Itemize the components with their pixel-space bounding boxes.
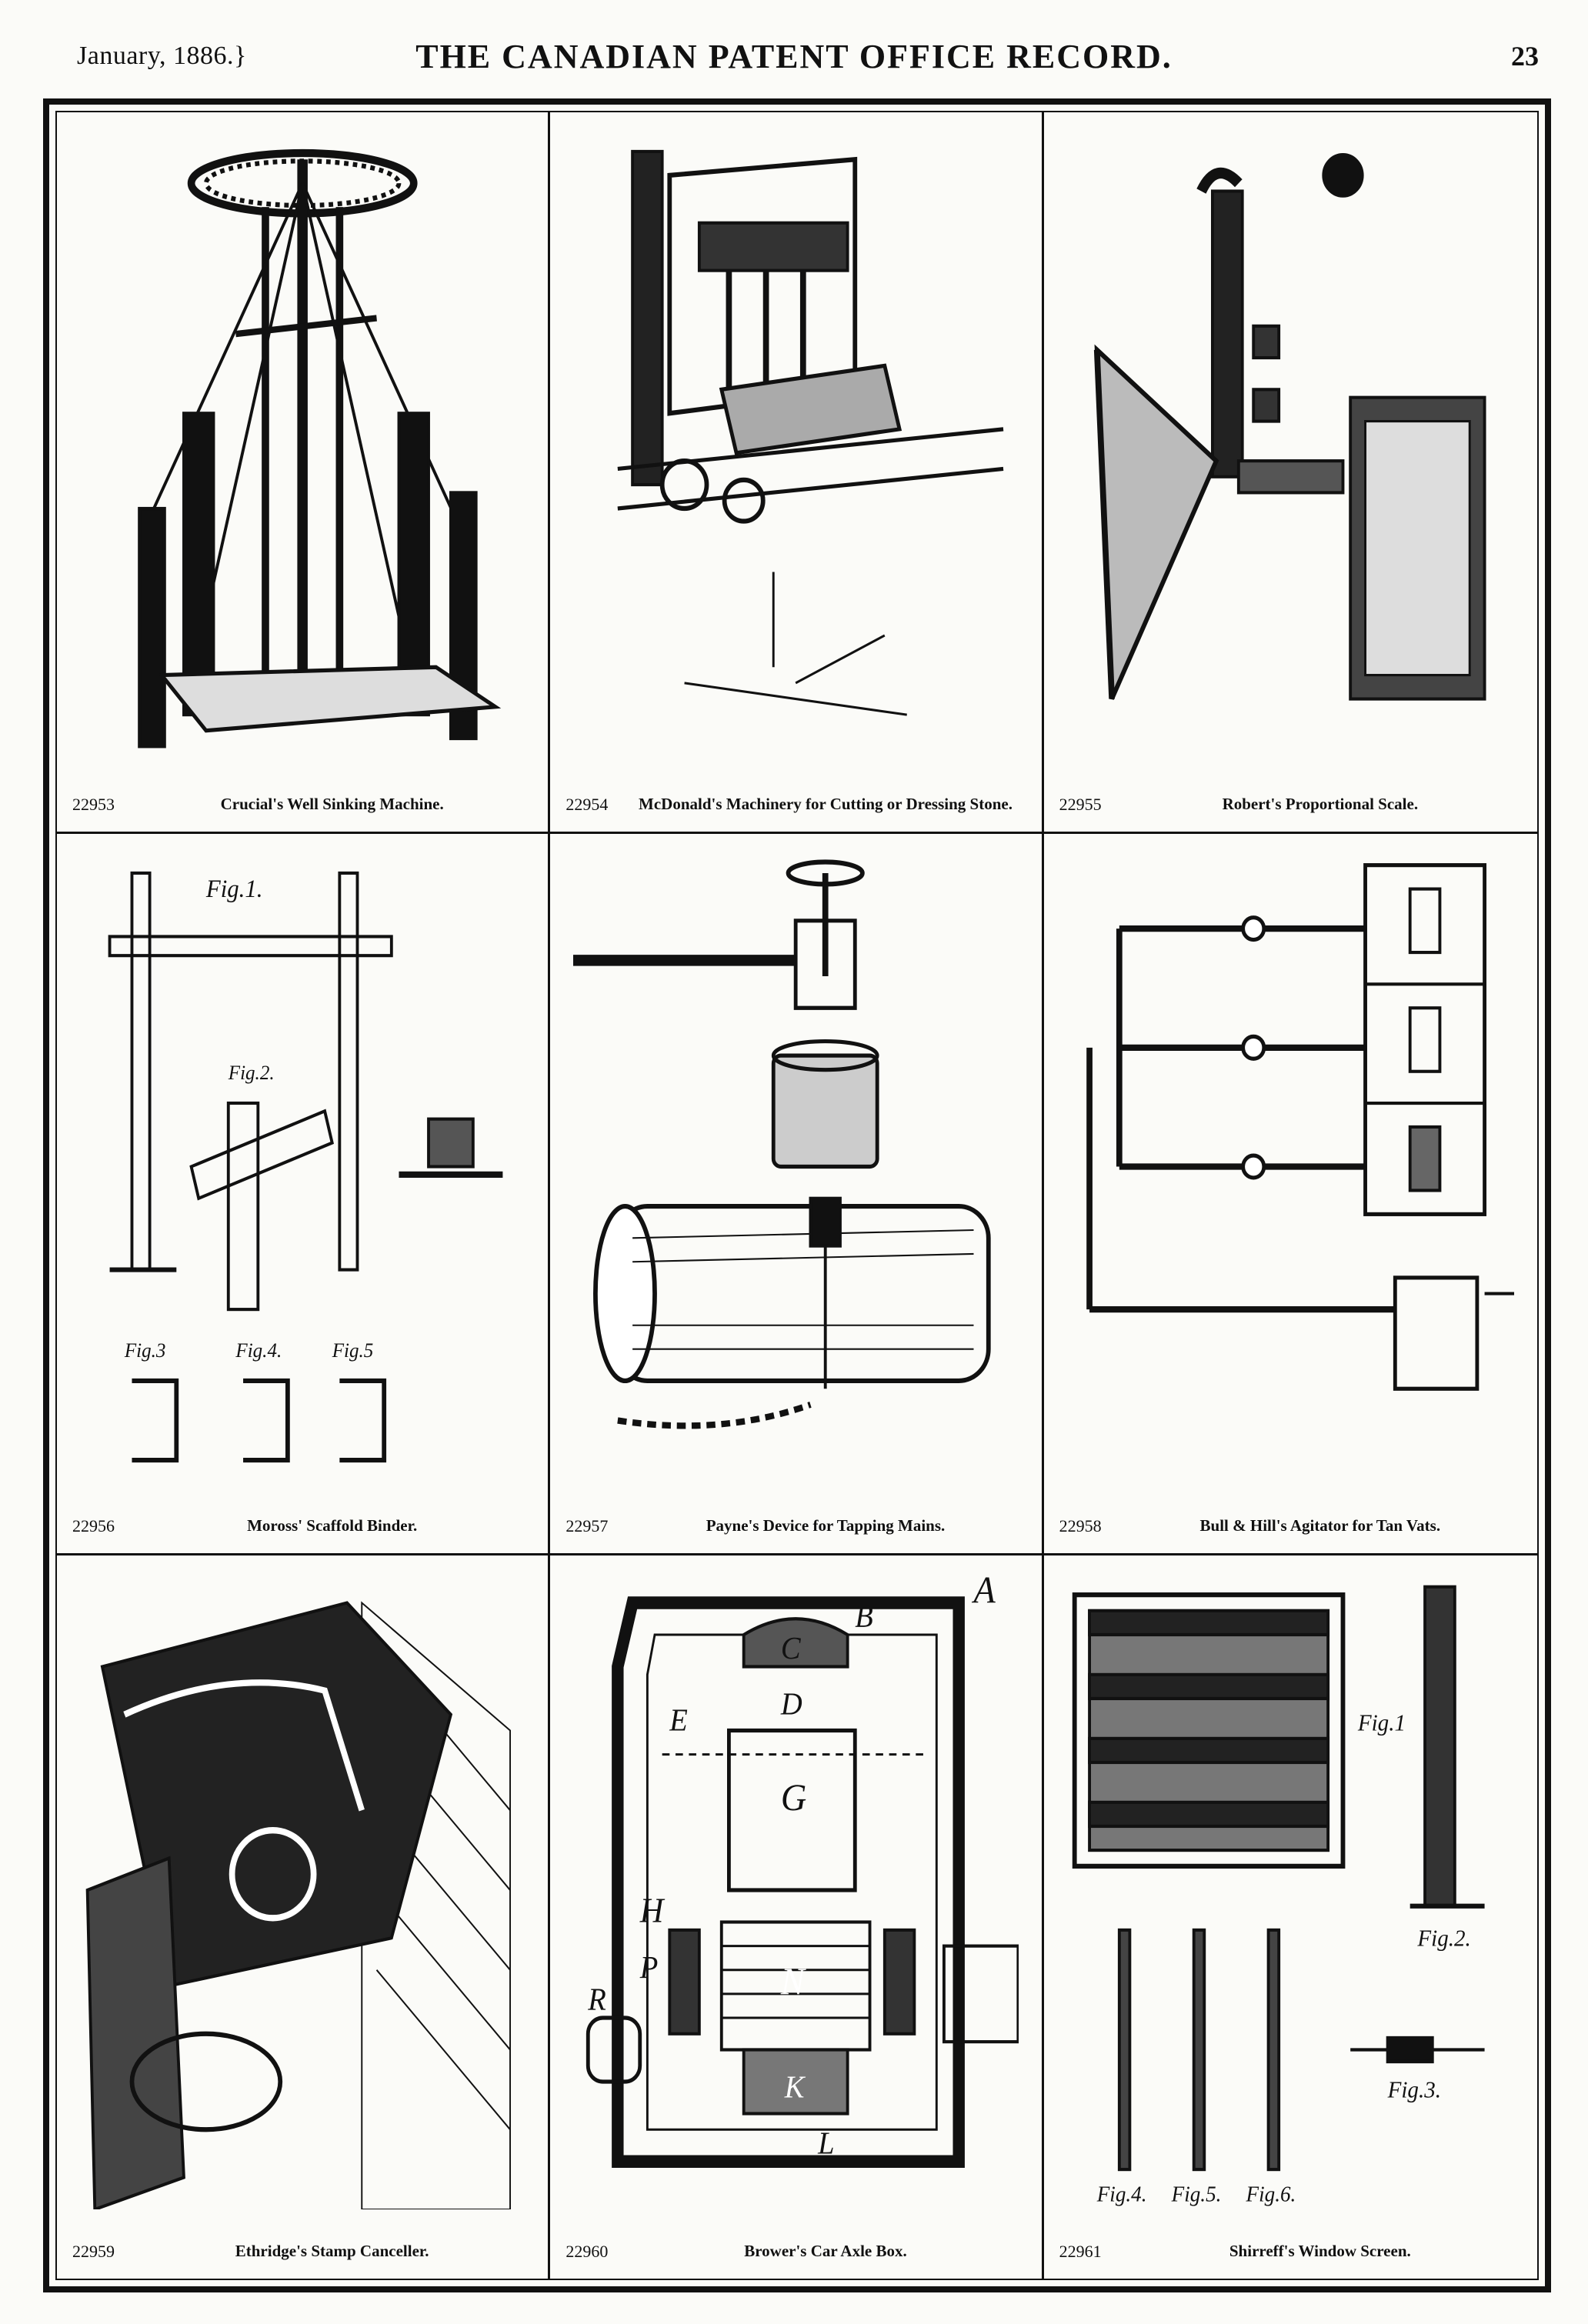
patent-caption: 22960 Brower's Car Axle Box. [565,2241,1026,2262]
patent-caption: 22959 Ethridge's Stamp Canceller. [72,2241,532,2262]
proportional-scale-drawing [1067,128,1514,762]
patent-cell-22960: A B C D E G H P N K L R 22960 Brower's C… [550,1555,1044,2279]
patent-cell-22959: 22959 Ethridge's Stamp Canceller. [57,1555,551,2279]
stone-cutting-machinery-drawing [573,128,1018,762]
window-screen-drawing: Fig.1 Fig.2. Fig.3. Fig.4. Fig.5. Fig.6. [1067,1571,1514,2209]
patent-title: Shirreff's Window Screen. [1229,2241,1411,2260]
issue-date: January, 1886.} [77,42,247,70]
fig-label: Fig.5 [332,1339,374,1362]
fig-label: Fig.2. [228,1061,275,1084]
patent-cell-22955: 22955 Robert's Proportional Scale. [1043,112,1537,834]
patent-number: 22959 [72,2241,115,2261]
fig-label: P [639,1949,659,1986]
car-axle-box-drawing: A B C D E G H P N K L R [573,1569,1020,2209]
fig-label: Fig.1 [1357,1709,1406,1736]
patent-number: 22954 [565,794,609,814]
stamp-canceller-drawing [80,1571,525,2212]
fig-label: C [781,1630,802,1666]
page-header: January, 1886.} THE CANADIAN PATENT OFFI… [0,0,1588,92]
tan-vat-agitator-drawing [1067,849,1514,1484]
patent-title: McDonald's Machinery for Cutting or Dres… [639,794,1013,813]
patent-caption: 22955 Robert's Proportional Scale. [1059,794,1522,815]
fig-label: K [784,2069,806,2105]
scaffold-binder-drawing: Fig.1. Fig.2. Fig.3 Fig.4. Fig.5 [80,849,525,1484]
tapping-mains-device-drawing [573,849,1018,1484]
fig-label: Fig.4. [1096,2182,1146,2207]
fig-label: D [780,1685,802,1722]
patent-number: 22955 [1059,794,1102,814]
fig-label: Fig.5. [1170,2182,1221,2207]
patent-cell-22958: 22958 Bull & Hill's Agitator for Tan Vat… [1043,834,1537,1555]
patent-number: 22960 [565,2241,609,2261]
patent-cell-22954: 22954 McDonald's Machinery for Cutting o… [550,112,1044,834]
fig-label: A [972,1571,996,1612]
fig-label: Fig.6. [1245,2182,1296,2207]
patent-title: Payne's Device for Tapping Mains. [706,1515,946,1535]
patent-caption: 22961 Shirreff's Window Screen. [1059,2241,1522,2262]
patent-number: 22956 [72,1515,115,1535]
patent-title: Robert's Proportional Scale. [1222,794,1419,813]
patent-title: Bull & Hill's Agitator for Tan Vats. [1199,1515,1441,1535]
patent-caption: 22956 Moross' Scaffold Binder. [72,1515,532,1537]
patent-cell-22957: 22957 Payne's Device for Tapping Mains. [550,834,1044,1555]
patent-caption: 22958 Bull & Hill's Agitator for Tan Vat… [1059,1515,1522,1537]
well-sinking-machine-drawing [80,128,525,762]
patent-cell-22956: Fig.1. Fig.2. Fig.3 Fig.4. Fig.5 22956 [57,834,551,1555]
fig-label: R [588,1981,607,2017]
patent-number: 22953 [72,794,115,814]
fig-label: L [817,2125,834,2161]
fig-label: Fig.4. [235,1339,282,1362]
patent-title: Ethridge's Stamp Canceller. [235,2241,429,2260]
patent-number: 22957 [565,1515,609,1535]
page-number: 23 [1511,41,1539,72]
patent-number: 22961 [1059,2241,1102,2261]
patent-caption: 22957 Payne's Device for Tapping Mains. [565,1515,1026,1537]
publication-title: THE CANADIAN PATENT OFFICE RECORD. [415,38,1173,75]
fig-label: Fig.3. [1386,2076,1440,2103]
fig-label: Fig.3 [124,1339,166,1362]
patent-title: Moross' Scaffold Binder. [247,1515,418,1535]
plate-frame: 22953 Crucial's Well Sinking Machine. [43,98,1551,2292]
patent-caption: 22953 Crucial's Well Sinking Machine. [72,794,532,815]
fig-label: H [639,1891,666,1930]
patent-caption: 22954 McDonald's Machinery for Cutting o… [565,794,1026,815]
fig-label: G [781,1777,806,1819]
patent-title: Crucial's Well Sinking Machine. [220,794,444,813]
fig-label: Fig.1. [205,875,263,902]
patent-grid: 22953 Crucial's Well Sinking Machine. [55,111,1539,2280]
fig-label: N [780,1960,807,2002]
fig-label: B [856,1598,874,1634]
patent-cell-22953: 22953 Crucial's Well Sinking Machine. [57,112,551,834]
patent-title: Brower's Car Axle Box. [744,2241,907,2260]
fig-label: Fig.2. [1416,1925,1470,1952]
fig-label: E [669,1702,689,1738]
patent-number: 22958 [1059,1515,1102,1535]
patent-cell-22961: Fig.1 Fig.2. Fig.3. Fig.4. Fig.5. Fig.6.… [1044,1555,1537,2279]
